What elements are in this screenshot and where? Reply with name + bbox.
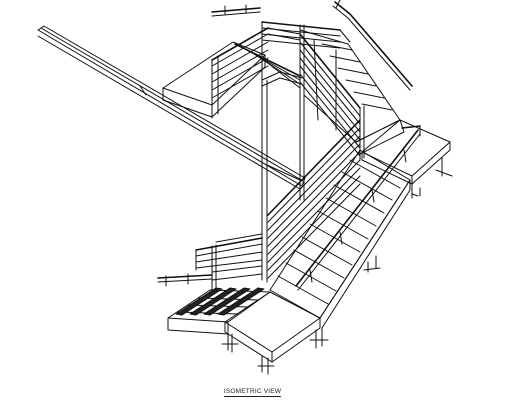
caption-text: ISOMETRIC VIEW	[223, 388, 282, 397]
handrail-detail-left	[157, 273, 213, 287]
top-platform-rails	[261, 21, 351, 96]
left-lower-guardrail	[195, 233, 263, 291]
right-mid-landing	[361, 119, 453, 199]
upper-flight-guardrail	[299, 33, 365, 161]
bottom-entry-steps	[167, 287, 271, 335]
handrail-detail-top	[211, 4, 261, 17]
lower-flight-handrail	[295, 129, 421, 291]
upper-guardrail	[211, 27, 301, 119]
lower-stair-flight	[269, 149, 411, 329]
handrail-detail-right	[332, 0, 413, 91]
bottom-landing	[221, 291, 329, 375]
upper-stair-flight	[299, 29, 405, 155]
support-beam	[37, 25, 306, 191]
upper-landing	[162, 41, 266, 118]
center-posts	[261, 71, 305, 283]
lower-flight-inner-guardrail	[267, 119, 361, 279]
drawing-caption: ISOMETRIC VIEW	[0, 388, 505, 397]
